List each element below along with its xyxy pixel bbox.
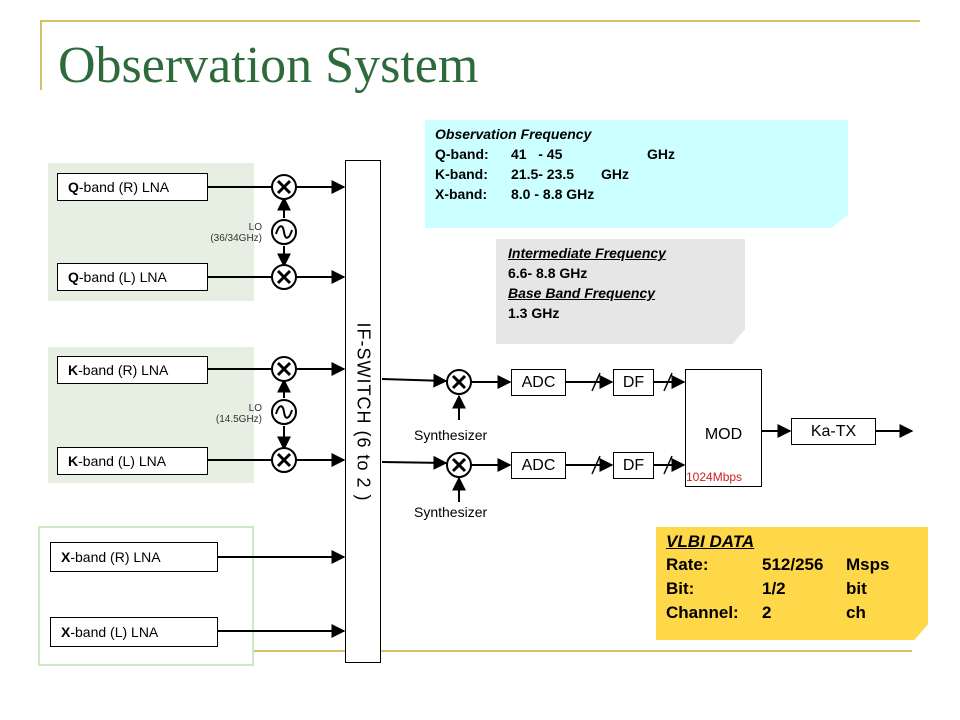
x-band-r-lna: X-band (R) LNA [50,542,218,572]
ka-tx-box: Ka-TX [791,418,876,445]
if-switch: IF-SWITCH (6 to 2 ) [345,160,381,663]
k-lo-line1: LO [248,403,262,414]
df-box-2: DF [613,452,654,479]
x-band-l-lna: X-band (L) LNA [50,617,218,647]
k-band-l-lna: K-band (L) LNA [57,447,208,475]
frame-line-bottom [232,650,912,652]
k-lo-label: LO (14.5GHz) [196,403,262,425]
q-band-l-lna: Q-band (L) LNA [57,263,208,291]
vlbi-row-rate: Rate: 512/256 Msps [666,555,890,574]
mod-box: MOD [685,369,762,487]
if-freq-value: 6.6- 8.8 GHz [508,265,588,281]
if-switch-label: IF-SWITCH (6 to 2 ) [353,321,374,502]
k-band-r-lna: K-band (R) LNA [57,356,208,384]
obs-freq-row-q: Q-band: 41 - 45 GHz [435,146,675,162]
mod-label: MOD [704,426,743,443]
vlbi-row-channel: Channel: 2 ch [666,603,866,622]
intermediate-frequency-note: Intermediate Frequency 6.6- 8.8 GHz Base… [496,239,745,344]
observation-frequency-note: Observation Frequency Q-band: 41 - 45 GH… [425,120,848,228]
obs-freq-row-k: K-band: 21.5- 23.5 GHz [435,166,629,182]
vlbi-row-bit: Bit: 1/2 bit [666,579,867,598]
obs-freq-row-x: X-band: 8.0 - 8.8 GHz [435,186,595,202]
adc-box-2: ADC [511,452,566,479]
vlbi-heading: VLBI DATA [666,532,755,551]
frame-line-top [40,20,920,22]
bb-freq-heading: Base Band Frequency [508,285,656,301]
q-band-r-lna: Q-band (R) LNA [57,173,208,201]
df-box-1: DF [613,369,654,396]
vlbi-data-note: VLBI DATA Rate: 512/256 Msps Bit: 1/2 bi… [656,527,928,640]
mod-rate: 1024Mbps [686,470,743,484]
synthesizer-label-1: Synthesizer [414,427,488,443]
synthesizer-label-2: Synthesizer [414,504,488,520]
if-freq-heading: Intermediate Frequency [508,245,666,261]
bb-freq-value: 1.3 GHz [508,305,560,321]
q-lo-label: LO (36/34GHz) [196,222,262,244]
q-lo-line1: LO [248,222,262,233]
q-lo-line2: (36/34GHz) [210,233,262,244]
obs-freq-heading: Observation Frequency [435,126,592,142]
frame-line-left [40,20,42,90]
slide-title: Observation System [58,37,479,94]
adc-box-1: ADC [511,369,566,396]
k-lo-line2: (14.5GHz) [215,414,262,425]
